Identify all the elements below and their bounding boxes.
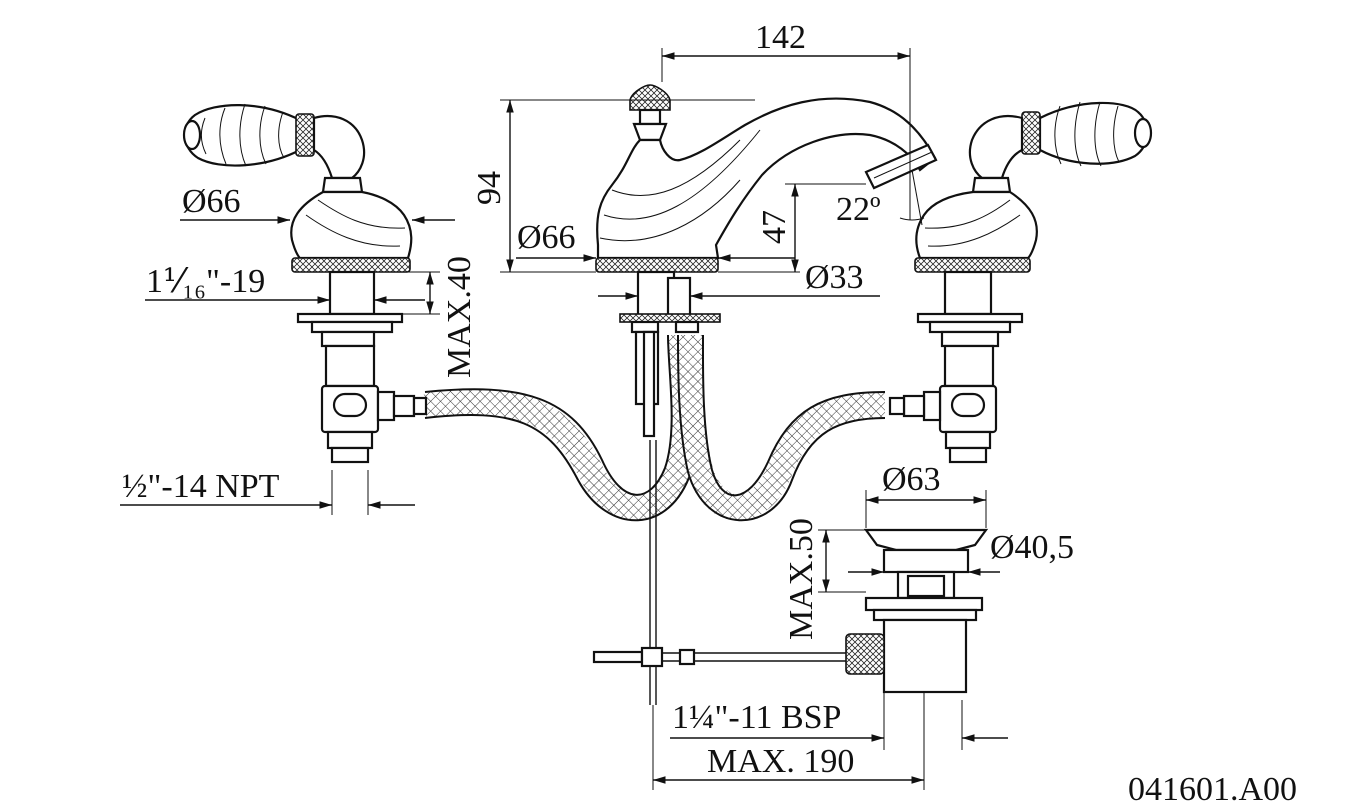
dim-drain-rod-max: MAX. 190 <box>707 743 854 780</box>
right-handle-body <box>915 190 1038 260</box>
dim-drain-max-deck: MAX.50 <box>783 518 820 640</box>
dim-spout-base-dia: Ø66 <box>517 219 576 256</box>
dim-spout-shank-dia: Ø33 <box>805 259 864 296</box>
right-handle-assembly <box>888 101 1153 464</box>
dim-aerator-height: 47 <box>756 210 793 244</box>
left-handle-assembly <box>182 103 428 464</box>
dim-supply-thread: ½"-14 NPT <box>122 468 280 505</box>
lift-rod-knob <box>629 84 671 111</box>
dim-handle-max-deck: MAX.40 <box>441 256 478 378</box>
dim-drain-thread: 1¼"-11 BSP <box>672 699 841 736</box>
left-handle-body <box>290 190 413 260</box>
drain-flange <box>863 528 989 552</box>
pop-up-drain <box>592 528 989 694</box>
right-lever-handle <box>1038 101 1149 165</box>
dim-spout-height: 94 <box>471 171 508 205</box>
dim-handle-base-dia: Ø66 <box>182 183 241 220</box>
spout-assembly <box>595 84 938 705</box>
drawing-code: 041601.A00 <box>1128 771 1297 808</box>
dim-drain-inner-dia: Ø40,5 <box>990 529 1074 566</box>
dim-handle-thread: 1⅟₁₆"-19 <box>146 263 265 300</box>
dimension-labels: 142 94 Ø66 47 22º Ø33 Ø66 1⅟₁₆"-19 MAX.4… <box>122 19 1297 808</box>
dim-spout-reach: 142 <box>755 19 806 56</box>
hoses <box>423 334 886 522</box>
right-supply-hose <box>677 334 886 521</box>
dimension-lines <box>120 48 1008 790</box>
spout-body <box>596 97 937 260</box>
dim-aerator-angle: 22º <box>836 191 881 228</box>
dim-drain-top-dia: Ø63 <box>882 461 941 498</box>
